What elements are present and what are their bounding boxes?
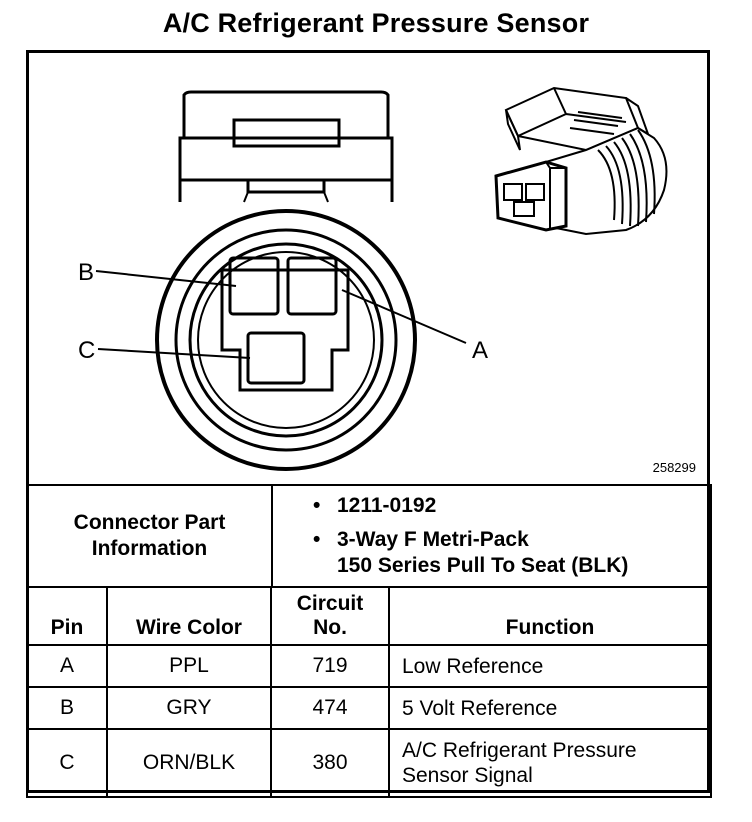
page-title: A/C Refrigerant Pressure Sensor bbox=[162, 8, 590, 38]
cavity-frame bbox=[220, 268, 350, 392]
cell-function-line1: A/C Refrigerant Pressure bbox=[402, 739, 637, 762]
cell-circuit: 474 bbox=[270, 686, 390, 730]
pin-table: Pin Wire Color Circuit No. Function A PP… bbox=[26, 586, 712, 798]
connector-info-list: • 1211-0192 • 3-Way F Metri-Pack 150 Serie… bbox=[271, 484, 712, 588]
cell-function: 5 Volt Reference bbox=[388, 686, 712, 730]
outer-ring bbox=[155, 209, 417, 471]
cell-wire-color: GRY bbox=[106, 686, 272, 730]
pin-label-c: C bbox=[78, 337, 95, 364]
connector-info-label-line1: Connector Part bbox=[73, 511, 226, 534]
table-row: B GRY 474 5 Volt Reference bbox=[26, 686, 712, 730]
bullet: • bbox=[313, 528, 321, 551]
table-row: C ORN/BLK 380 A/C Refrigerant Pressure S… bbox=[26, 728, 712, 798]
part-number: 1211-0192 bbox=[337, 494, 437, 517]
leader-a bbox=[341, 289, 467, 344]
table-row: A PPL 719 Low Reference bbox=[26, 644, 712, 688]
connector-info-item: • 1211-0192 bbox=[313, 493, 710, 519]
terminal-a bbox=[286, 256, 338, 316]
pin-label-b: B bbox=[78, 259, 94, 286]
inner-ring bbox=[188, 242, 384, 438]
cell-function-line2: Sensor Signal bbox=[402, 764, 533, 787]
header-circuit-line2: No. bbox=[313, 616, 347, 639]
figure-id: 258299 bbox=[652, 460, 696, 475]
latch-housing bbox=[178, 90, 394, 203]
cell-function: A/C Refrigerant Pressure Sensor Signal bbox=[388, 728, 712, 798]
cell-pin: C bbox=[26, 728, 108, 798]
connector-face bbox=[95, 90, 467, 471]
connector-info-label: Connector Part Information bbox=[26, 484, 273, 588]
cell-wire-color: PPL bbox=[106, 644, 272, 688]
cell-wire-color: ORN/BLK bbox=[106, 728, 272, 798]
connector-isometric bbox=[494, 86, 668, 236]
cell-circuit: 380 bbox=[270, 728, 390, 798]
connector-type: 3-Way F Metri-Pack bbox=[337, 528, 529, 551]
terminal-c bbox=[246, 331, 306, 385]
cell-pin: A bbox=[26, 644, 108, 688]
connector-info-label-line2: Information bbox=[91, 537, 208, 560]
leader-b bbox=[95, 270, 237, 287]
connector-info-table: Connector Part Information • 1211-0192 • 3… bbox=[26, 484, 712, 588]
header-circuit-line1: Circuit bbox=[296, 592, 364, 615]
leader-c bbox=[97, 348, 251, 359]
pin-label-a: A bbox=[472, 337, 488, 364]
header-pin: Pin bbox=[26, 586, 108, 646]
connector-info-item: • 3-Way F Metri-Pack bbox=[313, 527, 710, 553]
header-function: Function bbox=[388, 586, 712, 646]
connector-series: 150 Series Pull To Seat (BLK) bbox=[337, 554, 629, 577]
middle-ring bbox=[174, 228, 398, 452]
cell-circuit: 719 bbox=[270, 644, 390, 688]
pin-table-header: Pin Wire Color Circuit No. Function bbox=[26, 586, 712, 646]
cell-function: Low Reference bbox=[388, 644, 712, 688]
bullet: • bbox=[313, 494, 321, 517]
header-wire-color: Wire Color bbox=[106, 586, 272, 646]
cell-pin: B bbox=[26, 686, 108, 730]
header-circuit: Circuit No. bbox=[270, 586, 390, 646]
connector-diagram: B A C bbox=[78, 86, 668, 471]
